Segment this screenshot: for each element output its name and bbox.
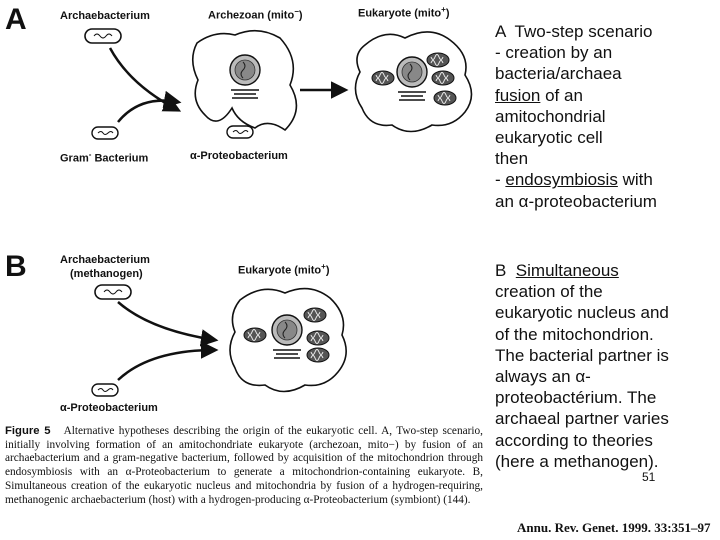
panel-a-arrow-2 [117,90,182,123]
panel-a-proteobacterium [226,125,254,139]
diagram-drawing [84,28,473,397]
figure-caption: Figure 5 Alternative hypotheses describi… [5,425,483,507]
panel-b-methanogen-label: (methanogen) [70,268,143,280]
side-b-line: eukaryotic nucleus and [495,303,669,323]
side-a-line: amitochondrial [495,106,606,126]
side-a-line: - endosymbiosis with [495,170,653,190]
citation: Annu. Rev. Genet. 1999. 33:351–97 [517,520,711,535]
panel-b-arrow-1 [117,301,219,347]
side-a-line: - creation by an [495,43,613,63]
side-text-b: B Simultaneous creation of the eukaryoti… [495,260,710,472]
panel-b-arrow-2 [117,341,219,381]
side-b-line: always an α- [495,367,591,387]
panel-a-mitochondrion-2 [371,70,395,86]
side-a-line: eukaryotic cell [495,128,603,148]
side-a-line: then [495,149,529,169]
side-a-line: fusion of an [495,85,583,105]
side-b-line: creation of the [495,282,603,302]
panel-a-proteobacterium-label: α-Proteobacterium [190,150,288,162]
page-number: 51 [642,470,656,484]
panel-a-gram-bacterium [91,126,119,140]
side-a-line: an α-proteobacterium [495,191,657,211]
side-a-line: A Two-step scenario [495,22,653,41]
panel-a-eukaryote-label: Eukaryote (mito+) [358,5,450,20]
side-a-line: bacteria/archaea [495,64,622,84]
panel-b-mitochondrion-2 [243,327,267,343]
panel-a-letter: A [5,3,27,36]
side-b-line: The bacterial partner is [495,345,669,365]
caption-text: Alternative hypotheses describing the or… [5,425,483,506]
panel-b-archaebacterium-label: Archaebacterium [60,254,150,266]
panel-a-gram-bacterium-label: Gram- Bacterium [60,150,149,165]
side-b-line: archaeal partner varies [495,409,669,429]
panel-b-mitochondrion-1 [303,307,327,323]
panel-a-archezoan-label: Archezoan (mito−) [208,7,303,22]
panel-a-mitochondrion-3 [431,70,455,86]
panel-b-proteobacterium [91,383,119,397]
side-b-line: according to theories [495,430,653,450]
side-b-line: proteobactérium. The [495,388,657,408]
panel-b-mitochondrion-3 [306,330,330,346]
panel-b-mitochondrion-4 [306,347,330,363]
panel-b-letter: B [5,250,27,283]
panel-b-eukaryote-label: Eukaryote (mito+) [238,262,330,277]
caption-figure-label: Figure 5 [5,425,51,437]
panel-a-archaebacterium [84,28,122,44]
side-text-a: A Two-step scenario - creation by an bac… [495,21,710,212]
side-b-line: (here a methanogen). [495,451,659,471]
panel-a-archaebacterium-label: Archaebacterium [60,10,150,22]
panel-b-archaebacterium [94,284,132,300]
panel-b-proteobacterium-label: α-Proteobacterium [60,402,158,414]
panel-a-mitochondrion-1 [426,52,450,68]
panel-a-mitochondrion-4 [433,90,457,106]
side-b-line: of the mitochondrion. [495,324,654,344]
side-b-line: B Simultaneous [495,261,619,280]
